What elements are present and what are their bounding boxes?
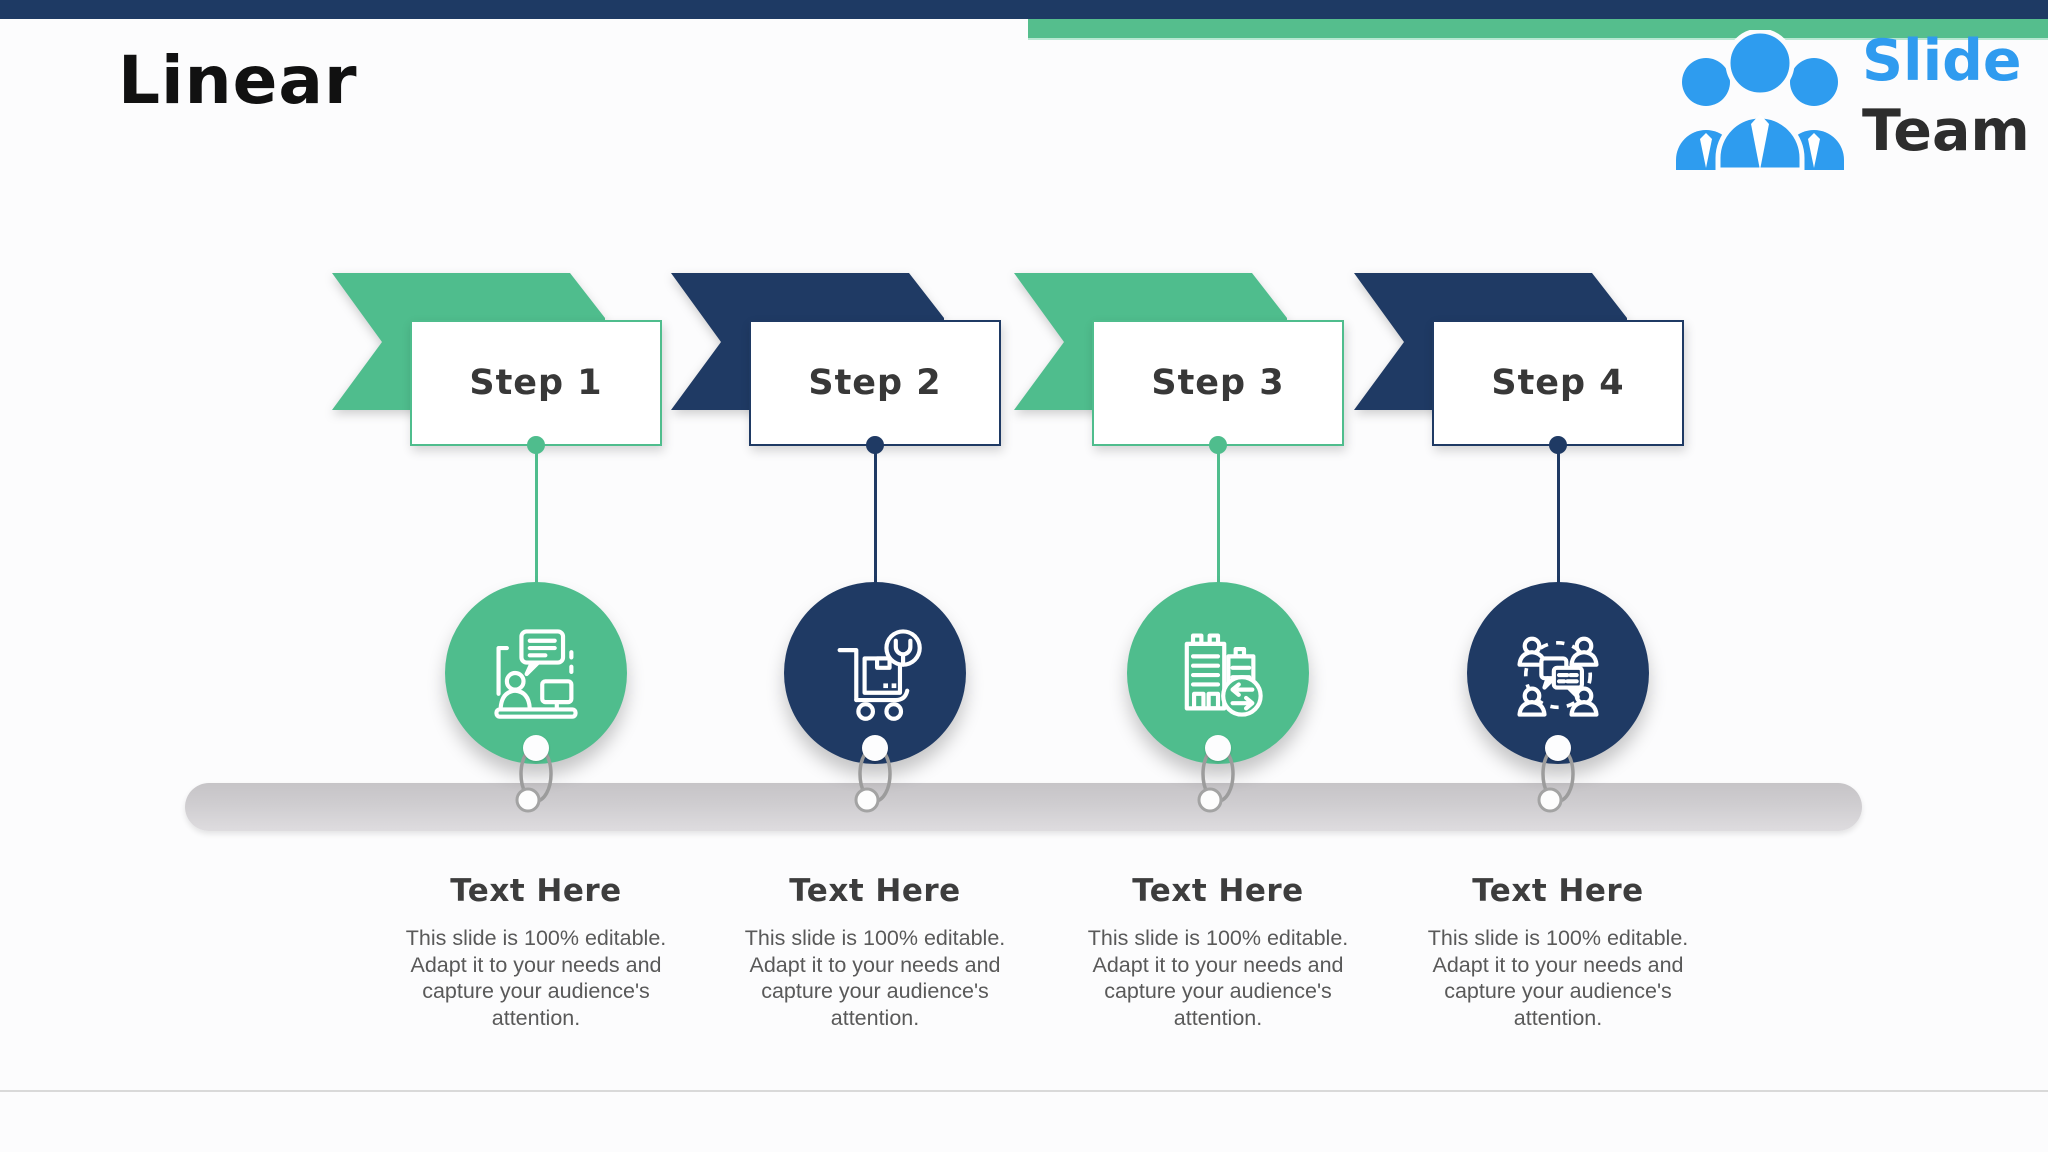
step-box[interactable]: Step 1 [410, 320, 662, 446]
step-heading[interactable]: Text Here [1472, 873, 1644, 909]
hook-ring [515, 745, 553, 813]
step-group-2: Step 2 Text Here This sli [665, 270, 1085, 1045]
step-label: Step 2 [808, 363, 942, 403]
hook-ring [854, 745, 892, 813]
step-heading[interactable]: Text Here [450, 873, 622, 909]
connector-dot [1549, 436, 1567, 454]
step-label: Step 3 [1151, 363, 1285, 403]
top-navy-bar [0, 0, 2048, 19]
consultation-presentation-icon [494, 629, 578, 719]
page-title: Linear [118, 42, 358, 119]
circle-anchor-dot [1205, 735, 1231, 761]
connector-dot [1209, 436, 1227, 454]
step-label: Step 4 [1491, 363, 1625, 403]
step-heading[interactable]: Text Here [789, 873, 961, 909]
step-circle[interactable] [1467, 582, 1649, 764]
cart-wrench-icon [837, 629, 922, 721]
step-circle[interactable] [784, 582, 966, 764]
step-label: Step 1 [469, 363, 603, 403]
step-group-3: Step 3 Text Here [1008, 270, 1428, 1045]
three-people-icon [1676, 30, 1844, 170]
step-description[interactable]: This slide is 100% editable. Adapt it to… [405, 926, 667, 1030]
connector-line [1557, 446, 1560, 584]
step-description[interactable]: This slide is 100% editable. Adapt it to… [1427, 926, 1689, 1030]
step-circle[interactable] [1127, 582, 1309, 764]
connector-line [874, 446, 877, 584]
step-box[interactable]: Step 2 [749, 320, 1001, 446]
step-group-1: Step 1 Text Here This slide is 100 [326, 270, 746, 1045]
team-network-icon [1517, 636, 1599, 717]
logo-text-slide[interactable]: Slide [1862, 28, 2022, 94]
step-circle[interactable] [445, 582, 627, 764]
connector-line [1217, 446, 1220, 584]
step-description[interactable]: This slide is 100% editable. Adapt it to… [744, 926, 1006, 1030]
circle-anchor-dot [1545, 735, 1571, 761]
step-group-4: Step 4 [1348, 270, 1768, 1045]
connector-dot [866, 436, 884, 454]
circle-anchor-dot [862, 735, 888, 761]
connector-dot [527, 436, 545, 454]
connector-line [535, 446, 538, 584]
step-box[interactable]: Step 4 [1432, 320, 1684, 446]
timeline-rail [185, 783, 1862, 831]
top-green-bar [1028, 19, 2048, 40]
logo-text-team[interactable]: Team [1862, 98, 2030, 164]
step-heading[interactable]: Text Here [1132, 873, 1304, 909]
step-description[interactable]: This slide is 100% editable. Adapt it to… [1087, 926, 1349, 1030]
circle-anchor-dot [523, 735, 549, 761]
buildings-exchange-icon [1184, 633, 1263, 717]
step-box[interactable]: Step 3 [1092, 320, 1344, 446]
bottom-divider [0, 1090, 2048, 1092]
